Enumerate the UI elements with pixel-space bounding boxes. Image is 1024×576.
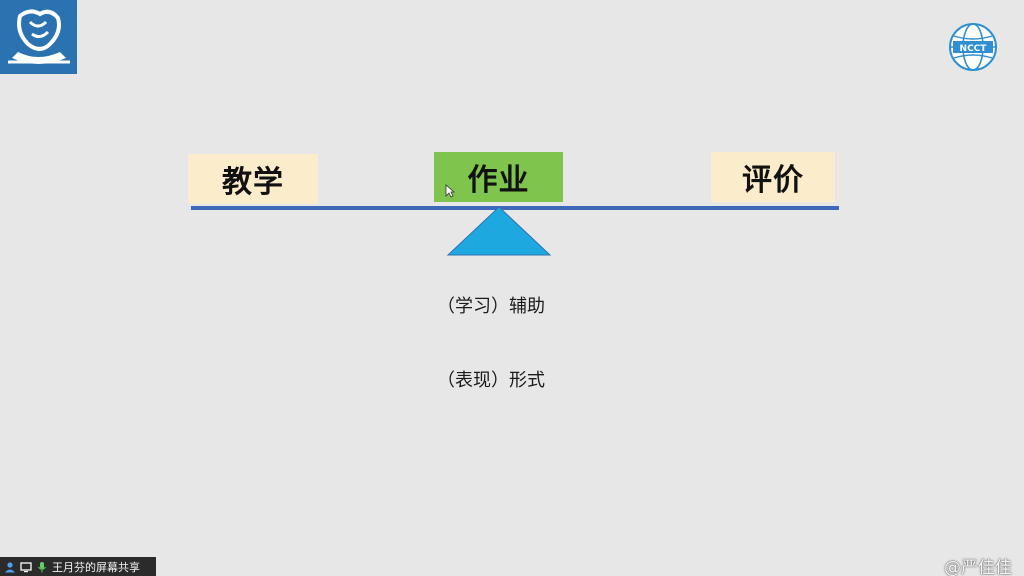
- homework-box: 作业: [434, 152, 563, 202]
- user-icon: [4, 561, 16, 573]
- mouse-cursor-icon: [445, 184, 455, 198]
- evaluation-label: 评价: [742, 163, 804, 198]
- fulcrum-triangle: [446, 206, 552, 256]
- caption-learning-aid: （学习）辅助: [437, 296, 545, 317]
- teaching-box: 教学: [188, 154, 318, 204]
- screen-share-label: 王月芬的屏幕共享: [52, 560, 140, 574]
- teaching-label: 教学: [222, 165, 284, 200]
- screen-share-icon: [20, 561, 32, 573]
- microphone-icon: [36, 561, 48, 573]
- caption-performance-form: （表现）形式: [437, 370, 545, 391]
- screen-share-bar[interactable]: 王月芬的屏幕共享: [0, 557, 156, 576]
- balance-beam: [191, 206, 839, 210]
- evaluation-box: 评价: [711, 152, 835, 202]
- watermark-text: @严佳佳: [944, 558, 1012, 576]
- ncct-globe-logo-icon: NCCT: [948, 22, 998, 72]
- ncct-logo-text: NCCT: [960, 44, 988, 54]
- school-logo-icon: [0, 0, 77, 74]
- homework-label: 作业: [467, 163, 530, 198]
